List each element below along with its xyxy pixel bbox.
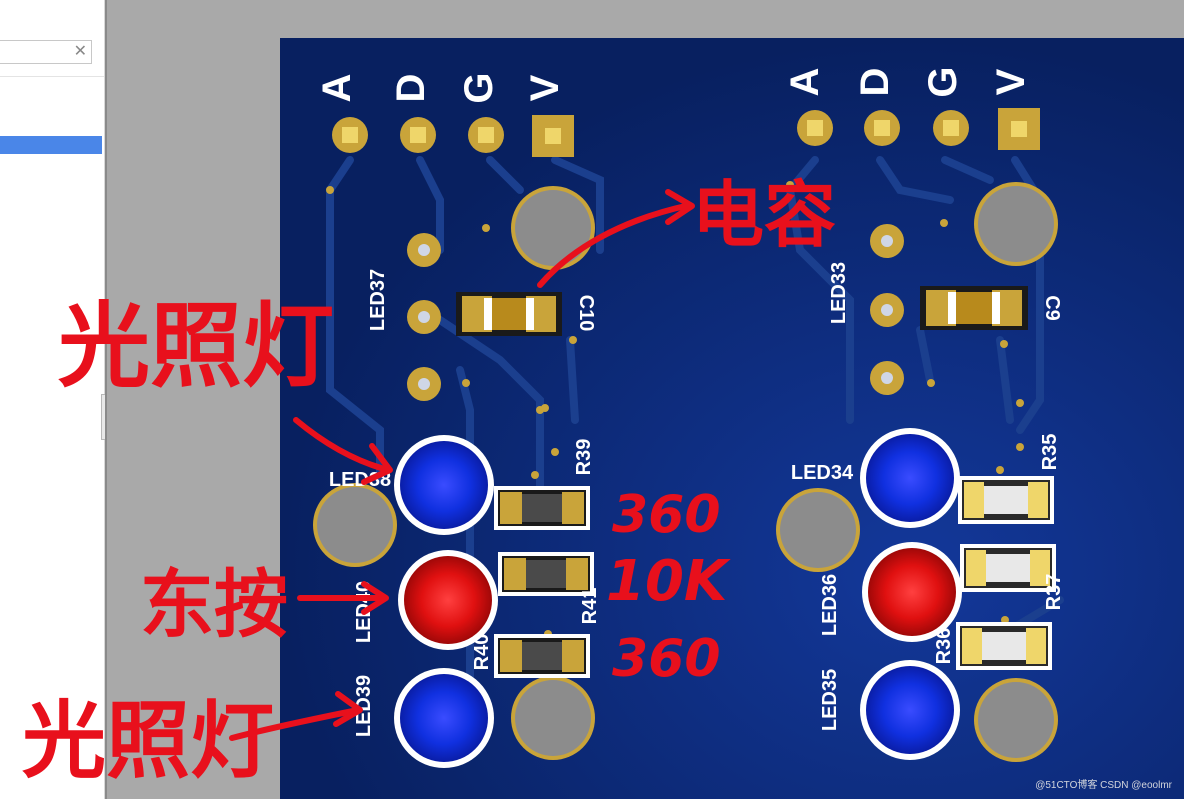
resistor-r37 [960, 544, 1056, 592]
header-label-v: V [523, 74, 567, 101]
header-label-g: G [457, 72, 501, 103]
designator-led36: LED36 [819, 574, 841, 636]
resistor-r39 [494, 486, 590, 530]
mount-pads-right [776, 182, 1058, 762]
mount-pads-left [313, 186, 595, 760]
close-icon[interactable]: ✕ [73, 43, 87, 60]
designator-led33: LED33 [828, 262, 850, 324]
header-label-d: D [853, 68, 897, 97]
arrow-to-capacitor-label [537, 202, 693, 288]
annotation-value-mid: 10K [606, 549, 731, 614]
designator-r39: R39 [573, 439, 595, 476]
designator-r37: R37 [1043, 574, 1065, 611]
designator-r35: R35 [1039, 434, 1061, 471]
header-right [797, 108, 1040, 150]
arrowhead-capacitor [665, 189, 695, 225]
designator-c9: C9 [1041, 295, 1063, 321]
designator-c10: C10 [575, 295, 597, 332]
designator-led34: LED34 [791, 462, 854, 484]
side-panel: ✕ [0, 0, 105, 799]
header-left [332, 115, 574, 157]
header-label-v: V [989, 68, 1033, 95]
capacitor-c9 [920, 286, 1028, 330]
designator-r41: R41 [579, 588, 601, 625]
led-right-bottom [860, 660, 960, 760]
arrow-to-led-bottom [229, 707, 361, 741]
designator-led37: LED37 [367, 269, 389, 331]
header-left-labels: A D G V [315, 72, 567, 103]
light-sensor-right [870, 224, 904, 395]
arrowhead-led-top [361, 443, 393, 485]
header-label-d: D [389, 74, 433, 103]
capacitor-c10 [456, 292, 562, 336]
arrow-to-led-top [293, 417, 391, 473]
resistor-r36 [956, 622, 1052, 670]
led-left-top [394, 435, 494, 535]
resistor-r41 [498, 552, 594, 596]
designator-led35: LED35 [819, 669, 841, 731]
header-label-a: A [783, 68, 827, 97]
panel-divider [0, 76, 104, 77]
designator-r40: R40 [471, 634, 493, 671]
designator-led39: LED39 [353, 675, 375, 737]
led-right-mid [862, 542, 962, 642]
annotation-labels: 电容 光照灯 东按 光照灯 360 10K 360 [22, 173, 836, 790]
annotation-lamp: 光照灯 [22, 692, 274, 790]
led-left-bottom [394, 668, 494, 768]
annotation-value-bottom: 360 [612, 629, 721, 689]
annotation-value-top: 360 [612, 485, 721, 545]
header-label-a: A [315, 74, 359, 103]
light-sensor-left [407, 233, 441, 401]
annotation-indicator: 东按 [140, 562, 288, 648]
annotation-arrows [229, 189, 695, 741]
resistor-r40 [494, 634, 590, 678]
resistor-r35 [958, 476, 1054, 524]
arrowhead-led-bottom [333, 691, 363, 727]
designator-r36: R36 [933, 628, 955, 665]
panel-selected-row[interactable] [0, 136, 102, 154]
arrowhead-led-mid [361, 581, 389, 615]
header-right-labels: A D G V [783, 66, 1033, 97]
annotation-capacitor: 电容 [692, 173, 836, 257]
led-right-top [860, 428, 960, 528]
watermark: @51CTO博客 CSDN @eoolmr [1035, 780, 1172, 791]
panel-search-field[interactable]: ✕ [0, 40, 92, 64]
annotation-light-sensor: 光照灯 [58, 293, 334, 400]
led-left-mid [398, 550, 498, 650]
header-label-g: G [921, 66, 965, 97]
